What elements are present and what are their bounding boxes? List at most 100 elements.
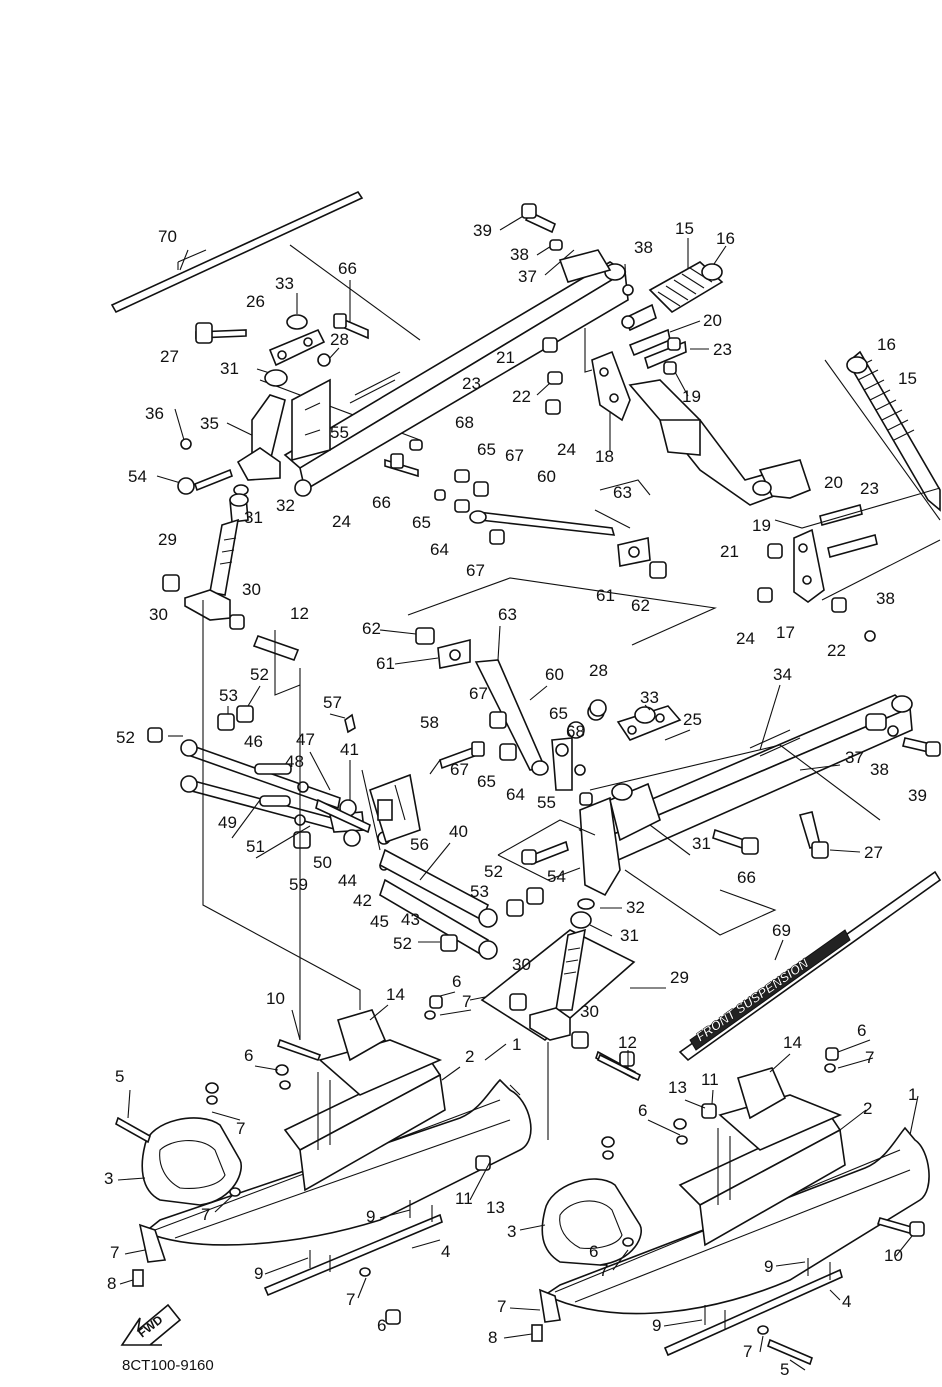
callout-label: 56 [410, 835, 429, 854]
callout-label: 58 [420, 713, 439, 732]
callout-label: 24 [557, 440, 576, 459]
callout-label: 29 [158, 530, 177, 549]
callout-label: 13 [668, 1078, 687, 1097]
callout-label: 57 [323, 693, 342, 712]
callout-label: 38 [876, 589, 895, 608]
callout-label: 45 [370, 912, 389, 931]
callout-label: 6 [377, 1316, 386, 1335]
callout-label: 21 [496, 348, 515, 367]
callout-label: 26 [246, 292, 265, 311]
callout-label: 21 [720, 542, 739, 561]
callout-label: 6 [244, 1046, 253, 1065]
callout-label: 63 [613, 483, 632, 502]
callout-label: 52 [250, 665, 269, 684]
callout-label: 55 [537, 793, 556, 812]
callout-label: 24 [736, 629, 755, 648]
spindle-column-left [177, 369, 331, 523]
steering-arm-upper [195, 313, 369, 367]
callout-label: 30 [580, 1002, 599, 1021]
callout-label: 69 [772, 921, 791, 940]
callout-label: 39 [473, 221, 492, 240]
callout-label: 6 [638, 1101, 647, 1120]
callout-label: 65 [412, 513, 431, 532]
callout-label: 5 [780, 1360, 789, 1379]
callout-label: 31 [220, 359, 239, 378]
callout-label: 7 [462, 992, 471, 1011]
shock-absorber-right [824, 350, 941, 521]
callout-label: 70 [158, 227, 177, 246]
spindle-column-middle [521, 699, 941, 897]
callout-label: 9 [764, 1257, 773, 1276]
callout-label: 27 [160, 347, 179, 366]
callout-label: 62 [631, 596, 650, 615]
decal-text: FRONT SUSPENSION [693, 955, 812, 1044]
decal-strip-top [110, 190, 364, 314]
shock-absorber-upper [521, 203, 724, 375]
callout-label: 22 [512, 387, 531, 406]
callout-label: 23 [860, 479, 879, 498]
callout-label: 14 [386, 985, 405, 1004]
callout-label: 8 [107, 1274, 116, 1293]
callout-label: 60 [537, 467, 556, 486]
callout-label: 12 [618, 1033, 637, 1052]
tie-rod-60-upper [469, 509, 667, 579]
callout-label: 11 [701, 1070, 719, 1089]
callout-label: 39 [908, 786, 927, 805]
a-arm-assembly-left [147, 634, 391, 871]
callout-label: 53 [219, 686, 238, 705]
callout-label: 54 [547, 867, 566, 886]
callout-label: 62 [362, 619, 381, 638]
callout-label: 67 [450, 760, 469, 779]
plate-56 [361, 769, 421, 851]
callout-label: 59 [289, 875, 308, 894]
callout-label: 43 [401, 910, 420, 929]
callout-label: 10 [884, 1246, 903, 1265]
callout-label: 31 [620, 926, 639, 945]
callout-label: 7 [497, 1297, 506, 1316]
callout-label: 52 [116, 728, 135, 747]
callout-label: 28 [589, 661, 608, 680]
callout-label: 9 [254, 1264, 263, 1283]
callout-label: 41 [340, 740, 359, 759]
callout-label: 52 [484, 862, 503, 881]
ski-right [531, 1047, 930, 1366]
diagram-code: 8CT100-9160 [122, 1357, 214, 1374]
callout-label: 35 [200, 414, 219, 433]
callout-label: 60 [545, 665, 564, 684]
callout-label: 16 [716, 229, 735, 248]
callout-label: 15 [898, 369, 917, 388]
spindle-29-middle [480, 898, 636, 1140]
callout-label: 44 [338, 871, 357, 890]
callout-label: 30 [242, 580, 261, 599]
callout-label: 19 [682, 387, 701, 406]
callout-label: 3 [507, 1222, 516, 1241]
callout-label: 1 [512, 1035, 521, 1054]
callout-label: 46 [244, 732, 263, 751]
callout-label: 32 [276, 496, 295, 515]
callout-label: 38 [870, 760, 889, 779]
callout-label: 53 [470, 882, 489, 901]
decal-strip-69: FRONT SUSPENSION [678, 870, 942, 1062]
callout-label: 4 [441, 1242, 450, 1261]
ski-left [115, 995, 532, 1325]
callout-label: 66 [737, 868, 756, 887]
callout-label: 16 [877, 335, 896, 354]
callout-label: 9 [652, 1316, 661, 1335]
callout-label: 6 [857, 1021, 866, 1040]
callout-label: 22 [827, 641, 846, 660]
callout-label: 27 [864, 843, 883, 862]
callout-label: 34 [773, 665, 792, 684]
fwd-arrow-icon: FWD [120, 1303, 182, 1346]
callout-label: 24 [332, 512, 351, 531]
callout-label: 33 [640, 688, 659, 707]
callout-label: 30 [149, 605, 168, 624]
callout-label: 19 [752, 516, 771, 535]
callout-label: 38 [510, 245, 529, 264]
callout-label: 28 [330, 330, 349, 349]
callout-label: 38 [634, 238, 653, 257]
callout-label: 66 [338, 259, 357, 278]
callout-label: 47 [296, 730, 315, 749]
callout-label: 23 [713, 340, 732, 359]
callout-label: 7 [599, 1261, 608, 1280]
callout-label: 40 [449, 822, 468, 841]
